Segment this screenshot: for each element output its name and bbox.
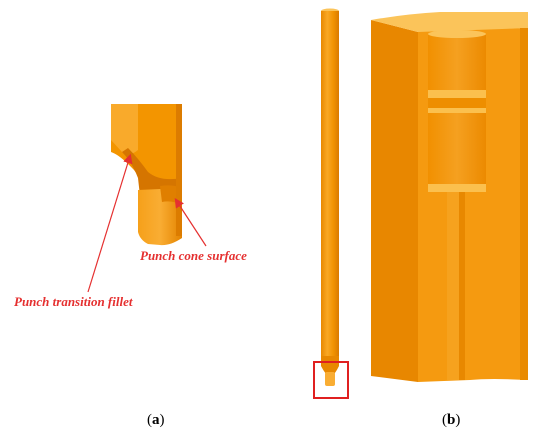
caption-a-close: ): [160, 412, 165, 428]
die-bore-upper: [428, 34, 486, 92]
panel-b-punch: [313, 8, 349, 399]
transition-fillet-label: Punch transition fillet: [14, 294, 133, 309]
caption-b: (b): [442, 412, 460, 428]
cone-surface-leader-line: [174, 197, 207, 247]
caption-a-open: (: [147, 412, 152, 428]
die-step-ring-3: [428, 184, 486, 192]
caption-a-letter: a: [152, 412, 160, 428]
die-left-side: [371, 20, 418, 382]
caption-b-letter: b: [447, 412, 455, 428]
punch-shoulder: [321, 356, 339, 374]
caption-a: (a): [147, 412, 165, 428]
transition-fillet-leader-line: [87, 153, 133, 293]
die-step-ring-2: [428, 108, 486, 113]
die-right-edge: [520, 28, 528, 380]
punch-shaft: [321, 11, 339, 356]
die-bore-middle: [428, 98, 486, 108]
caption-b-close: ): [455, 412, 460, 428]
die-narrow-hole-shade: [459, 192, 465, 380]
die-top-face: [371, 12, 528, 34]
panel-a: Punch cone surface Punch transition fill…: [14, 104, 247, 428]
punch-tip-lower-cylinder: [138, 188, 182, 246]
tip-highlight-box: [313, 361, 349, 399]
punch-small-tip: [325, 372, 335, 386]
punch-transition-fillet-shape: [122, 148, 182, 198]
panel-b-die: (b): [371, 12, 528, 428]
punch-tip-bevel: [111, 104, 138, 155]
punch-tip-right-edge: [176, 104, 182, 236]
die-bore-lower: [428, 113, 486, 185]
die-bore-upper-top: [428, 30, 486, 38]
caption-b-open: (: [442, 412, 447, 428]
die-step-ring-1: [428, 90, 486, 98]
cone-surface-label: Punch cone surface: [140, 248, 247, 263]
